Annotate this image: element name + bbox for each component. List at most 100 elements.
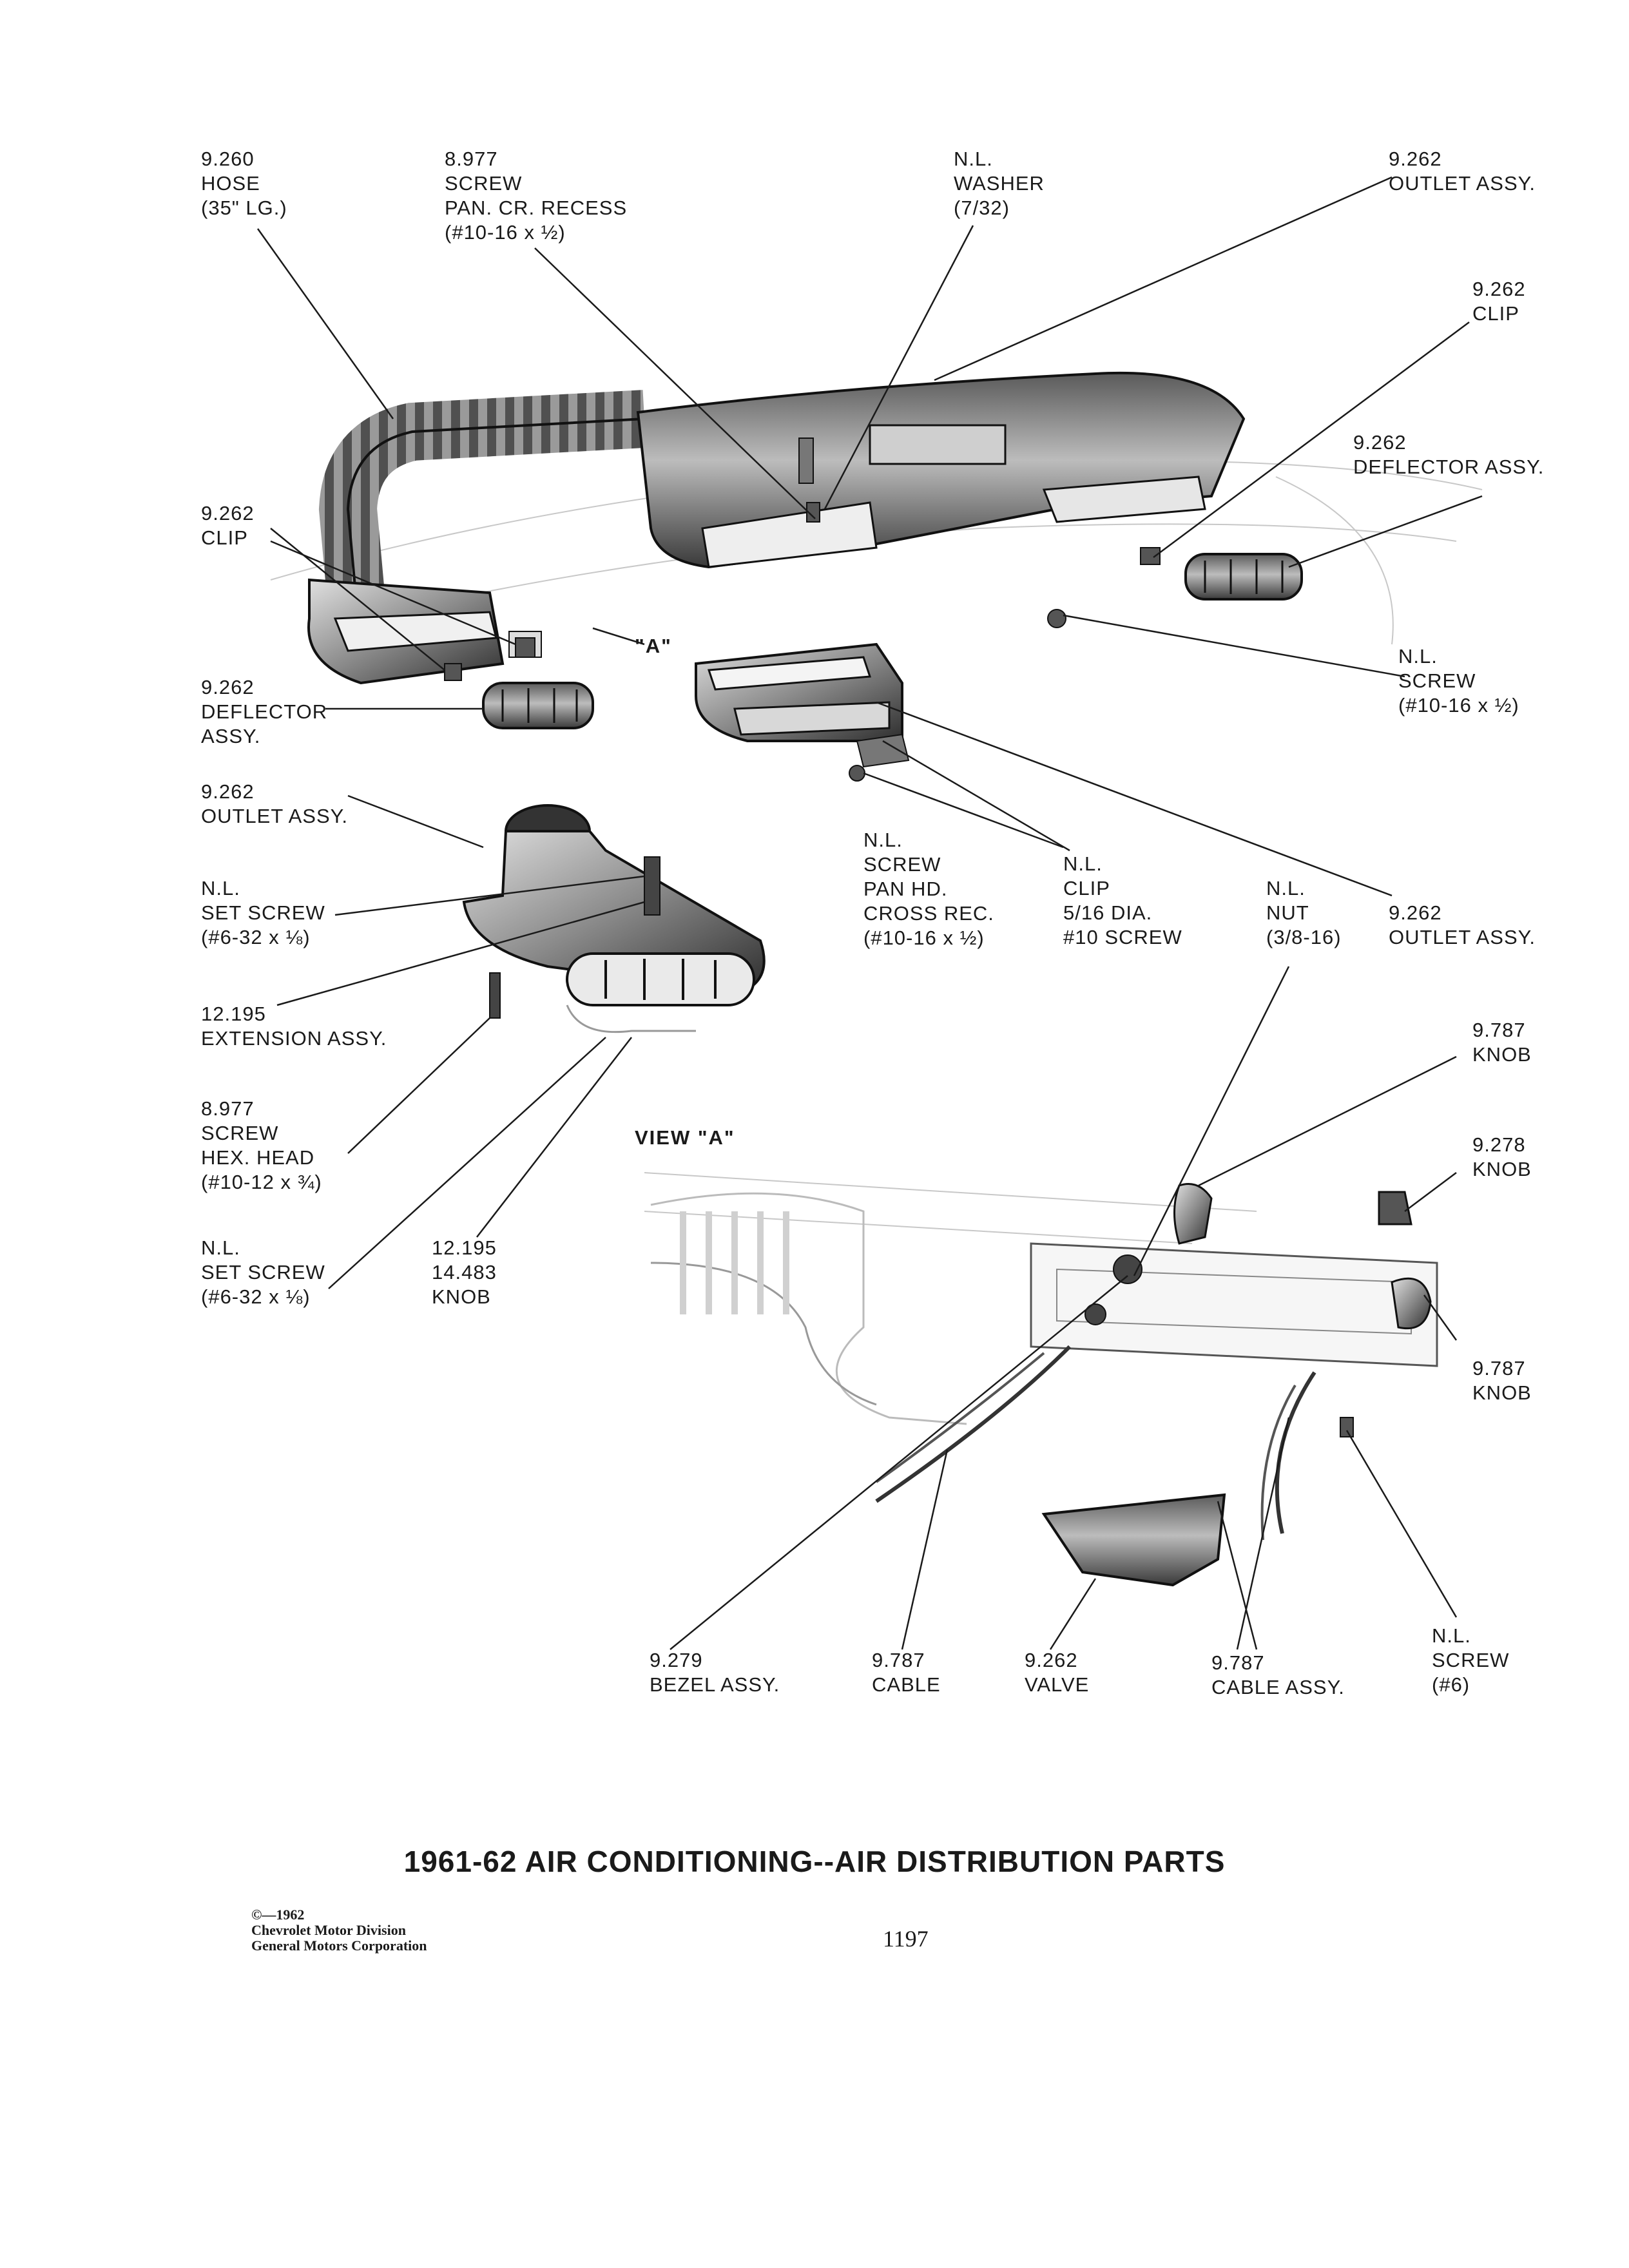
view-a-marker: "A" xyxy=(635,635,672,657)
callout-hose: 9.260 HOSE (35" LG.) xyxy=(201,147,287,220)
part-spec: CROSS REC. xyxy=(863,902,994,925)
callout-knob-center: 12.195 14.483 KNOB xyxy=(432,1236,497,1309)
part-name: SCREW xyxy=(201,1122,279,1144)
part-number: N.L. xyxy=(1398,645,1438,668)
part-name: KNOB xyxy=(1472,1043,1532,1066)
callout-knob-low: 9.787 KNOB xyxy=(1472,1356,1532,1405)
part-spec: PAN HD. xyxy=(863,878,948,900)
part-number: 9.787 xyxy=(1472,1019,1526,1041)
callout-outlet-left: 9.262 OUTLET ASSY. xyxy=(201,780,348,829)
left-outlet-drawing xyxy=(307,578,542,685)
part-spec: ASSY. xyxy=(201,725,261,747)
callout-cable: 9.787 CABLE xyxy=(872,1648,941,1697)
copyright-block: ©—1962 Chevrolet Motor Division General … xyxy=(251,1907,427,1954)
part-name: DEFLECTOR ASSY. xyxy=(1353,456,1545,478)
part-name: EXTENSION ASSY. xyxy=(201,1027,387,1050)
extension-outlet-drawing xyxy=(462,804,766,1033)
part-number: N.L. xyxy=(863,829,903,851)
part-name: SET SCREW xyxy=(201,901,325,924)
callout-nut: N.L. NUT (3/8-16) xyxy=(1266,876,1342,950)
part-name: CABLE xyxy=(872,1673,941,1696)
part-name: KNOB xyxy=(1472,1158,1532,1180)
part-number: 9.262 xyxy=(201,780,255,803)
part-size: #10 SCREW xyxy=(1063,926,1182,948)
part-number: N.L. xyxy=(1266,877,1306,899)
callout-washer: N.L. WASHER (7/32) xyxy=(954,147,1045,220)
view-a-drawing xyxy=(650,1183,1438,1587)
callout-knob-mid: 9.278 KNOB xyxy=(1472,1133,1532,1182)
part-name: HOSE xyxy=(201,172,260,195)
callout-screw-6: N.L. SCREW (#6) xyxy=(1432,1624,1509,1697)
part-name: BEZEL ASSY. xyxy=(650,1673,780,1696)
part-size: (#6-32 x ⅛) xyxy=(201,1285,311,1308)
leader-lines xyxy=(256,176,1483,1650)
callout-clip-dia: N.L. CLIP 5/16 DIA. #10 SCREW xyxy=(1063,852,1182,950)
callout-outlet-center: 9.262 OUTLET ASSY. xyxy=(1389,901,1536,950)
part-size: (3/8-16) xyxy=(1266,926,1342,948)
center-outlet-drawing xyxy=(695,642,910,768)
part-spec: PAN. CR. RECESS xyxy=(445,197,628,219)
part-name: KNOB xyxy=(1472,1381,1532,1404)
part-number: N.L. xyxy=(201,877,240,899)
callout-clip-right: 9.262 CLIP xyxy=(1472,277,1526,326)
callout-screw-right: N.L. SCREW (#10-16 x ½) xyxy=(1398,644,1519,718)
part-number: 9.262 xyxy=(1353,431,1407,454)
part-number: 14.483 xyxy=(432,1261,497,1283)
part-number: 9.262 xyxy=(1472,278,1526,300)
part-name: NUT xyxy=(1266,901,1309,924)
deflector-drawings xyxy=(482,553,1303,729)
part-name: WASHER xyxy=(954,172,1045,195)
callout-knob-top: 9.787 KNOB xyxy=(1472,1018,1532,1067)
main-duct-drawing xyxy=(636,371,1246,569)
copyright-division: Chevrolet Motor Division xyxy=(251,1922,406,1938)
part-number: 9.262 xyxy=(201,676,255,698)
part-number: 9.262 xyxy=(1389,901,1442,924)
part-name: SCREW xyxy=(1398,669,1476,692)
part-number: 9.278 xyxy=(1472,1133,1526,1156)
callout-outlet-top: 9.262 OUTLET ASSY. xyxy=(1389,147,1536,196)
callout-deflector-right: 9.262 DEFLECTOR ASSY. xyxy=(1353,430,1544,479)
part-size: (#10-16 x ½) xyxy=(1398,694,1519,716)
part-size: (#10-16 x ½) xyxy=(445,221,566,244)
page-number: 1197 xyxy=(883,1926,929,1952)
part-number: 9.262 xyxy=(1025,1649,1078,1671)
part-name: CABLE ASSY. xyxy=(1211,1676,1345,1698)
part-size: (#6) xyxy=(1432,1673,1470,1696)
part-spec: HEX. HEAD xyxy=(201,1146,315,1169)
callout-screw-pan-hd: N.L. SCREW PAN HD. CROSS REC. (#10-16 x … xyxy=(863,828,994,950)
part-number: N.L. xyxy=(954,148,993,170)
part-number: 9.260 xyxy=(201,148,255,170)
part-number: 9.787 xyxy=(1472,1357,1526,1379)
part-name: CLIP xyxy=(201,526,248,549)
part-name: OUTLET ASSY. xyxy=(201,805,348,827)
part-name: SET SCREW xyxy=(201,1261,325,1283)
page-title: 1961-62 AIR CONDITIONING--AIR DISTRIBUTI… xyxy=(403,1845,1226,1878)
callout-clip-left: 9.262 CLIP xyxy=(201,501,255,550)
part-name: KNOB xyxy=(432,1285,491,1308)
part-spec: 5/16 DIA. xyxy=(1063,901,1153,924)
part-name: OUTLET ASSY. xyxy=(1389,172,1536,195)
part-name: DEFLECTOR xyxy=(201,700,328,723)
callout-set-screw-bottom: N.L. SET SCREW (#6-32 x ⅛) xyxy=(201,1236,325,1309)
part-spec: (35" LG.) xyxy=(201,197,287,219)
part-name: SCREW xyxy=(445,172,523,195)
part-number: 8.977 xyxy=(445,148,498,170)
part-size: (#6-32 x ⅛) xyxy=(201,926,311,948)
callout-cable-assy: 9.787 CABLE ASSY. xyxy=(1211,1651,1345,1700)
part-number: 9.787 xyxy=(1211,1651,1265,1674)
part-name: CLIP xyxy=(1472,302,1519,325)
part-size: (#10-12 x ¾) xyxy=(201,1171,322,1193)
copyright-year: ©—1962 xyxy=(251,1907,305,1923)
part-number: 9.262 xyxy=(1389,148,1442,170)
part-name: SCREW xyxy=(1432,1649,1510,1671)
part-number: 12.195 xyxy=(432,1236,497,1259)
part-number: 12.195 xyxy=(201,1003,266,1025)
view-a-label: VIEW "A" xyxy=(635,1126,735,1149)
part-name: SCREW xyxy=(863,853,941,876)
part-size: (#10-16 x ½) xyxy=(863,927,985,949)
callout-screw-hex: 8.977 SCREW HEX. HEAD (#10-12 x ¾) xyxy=(201,1097,322,1195)
part-number: 8.977 xyxy=(201,1097,255,1120)
copyright-corporation: General Motors Corporation xyxy=(251,1937,427,1954)
part-spec: (7/32) xyxy=(954,197,1010,219)
